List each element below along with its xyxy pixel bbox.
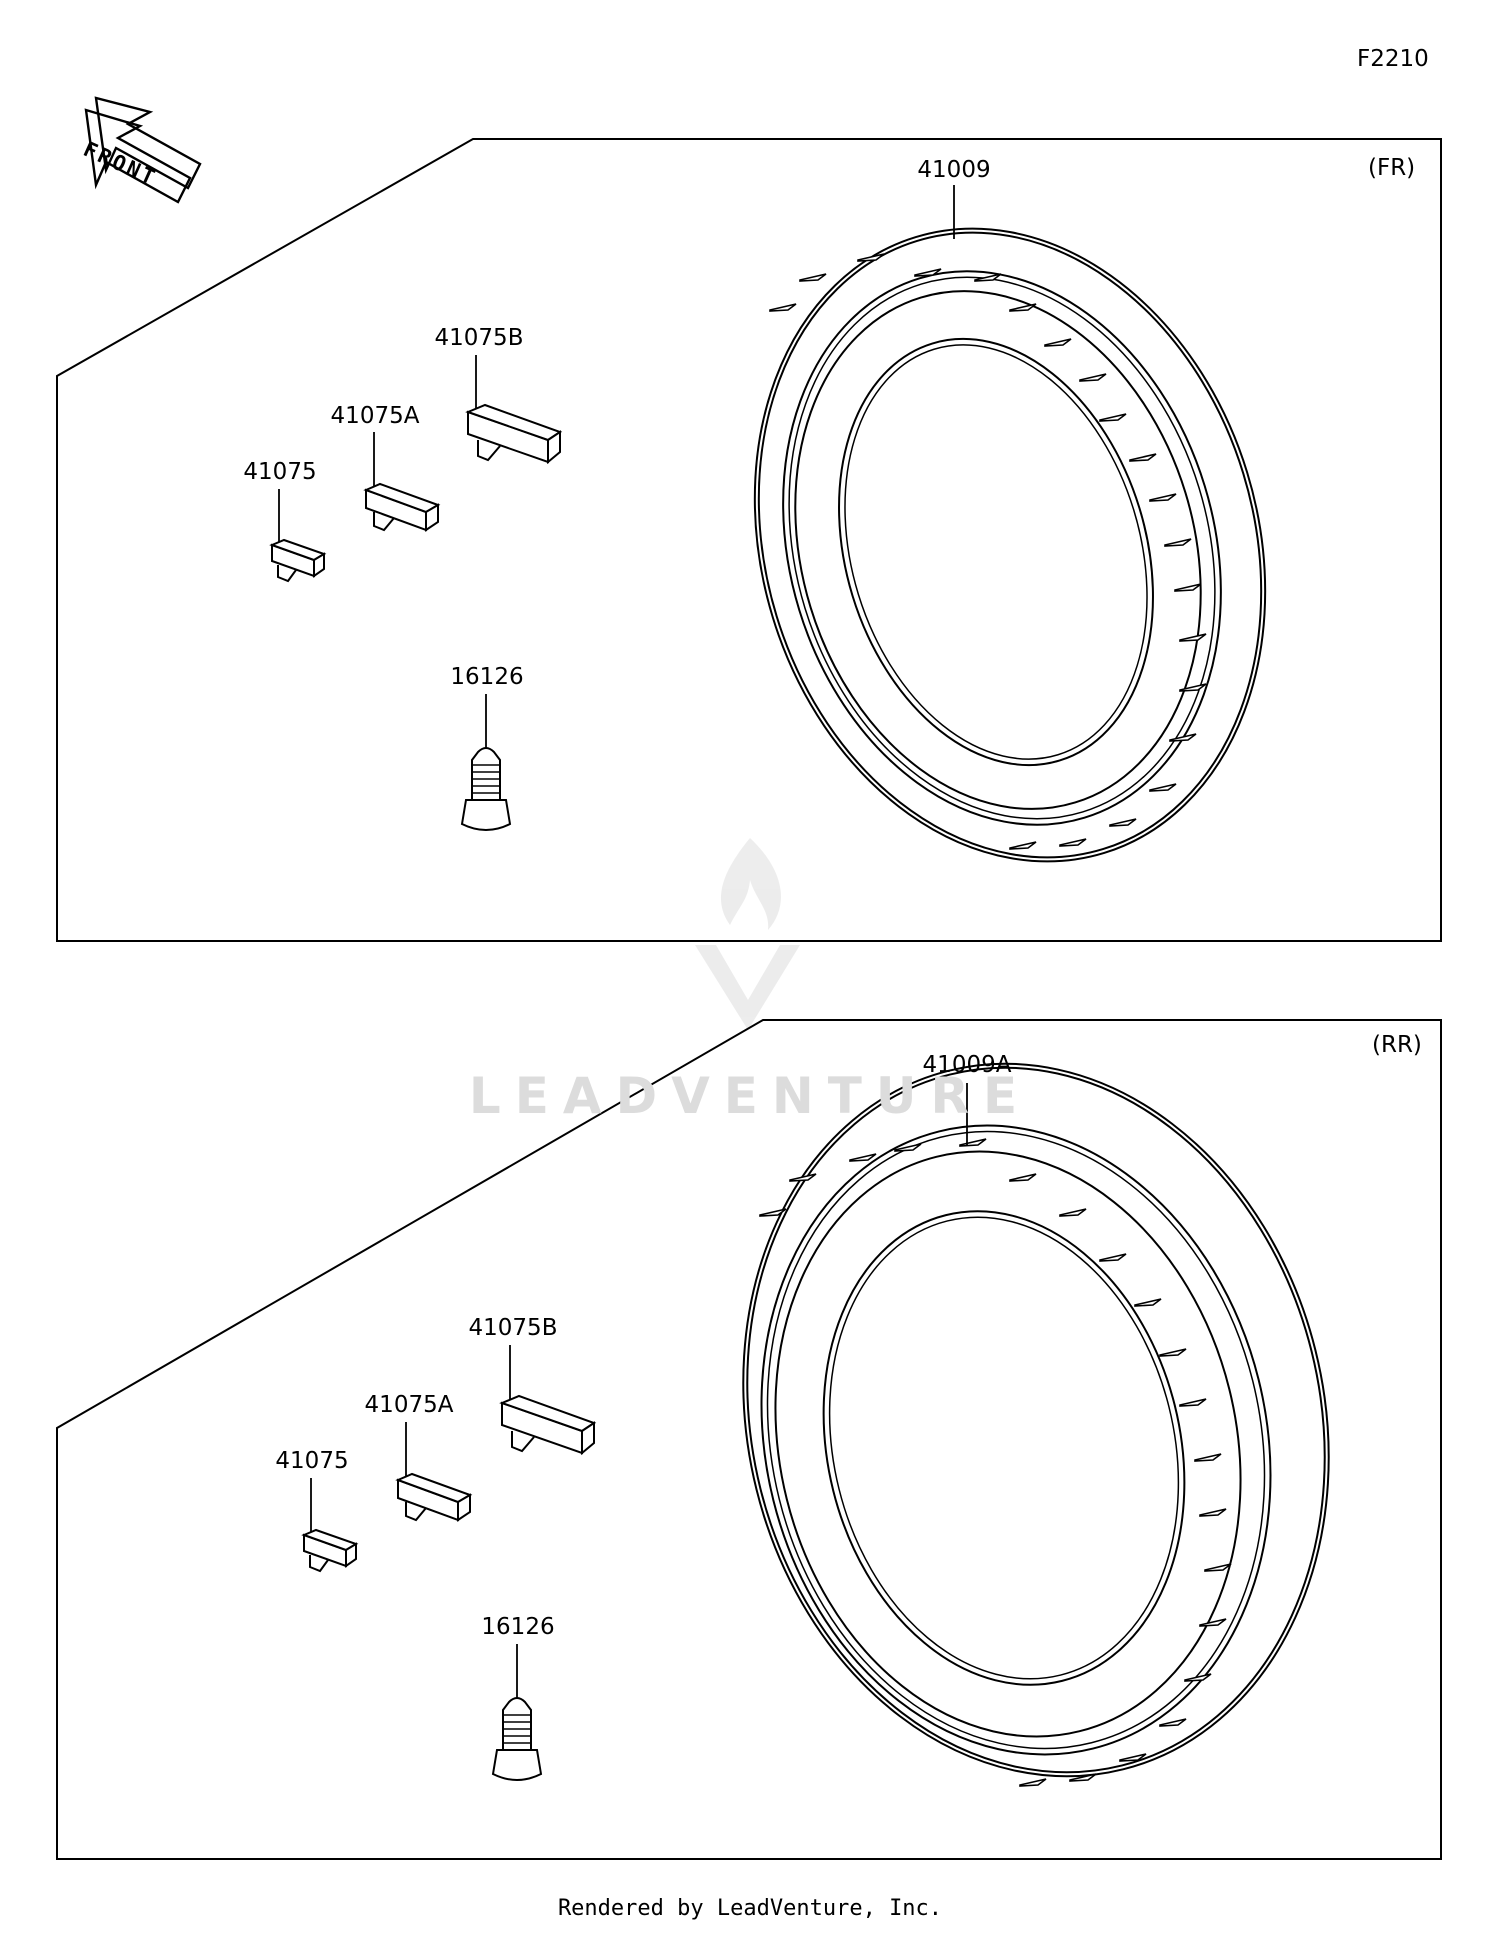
rear-weight-b-part-number[interactable]: 41075B — [468, 1315, 558, 1341]
rear-panel — [56, 1019, 1442, 1860]
front-weight-41075b — [465, 403, 563, 465]
rear-valve-part-number[interactable]: 16126 — [481, 1614, 555, 1640]
front-panel-border — [56, 138, 1442, 942]
front-panel-tag: (FR) — [1368, 155, 1416, 181]
front-weight-a-part-number[interactable]: 41075A — [330, 403, 420, 429]
rear-weight-41075b — [499, 1394, 597, 1456]
rear-weight-41075a — [395, 1472, 473, 1522]
rear-panel-border — [56, 1019, 1442, 1860]
rear-tire-part-number[interactable]: 41009A — [922, 1052, 1012, 1078]
front-weight-part-number[interactable]: 41075 — [243, 459, 317, 485]
front-weight-b-part-number[interactable]: 41075B — [434, 325, 524, 351]
front-panel — [56, 138, 1442, 942]
rear-tread — [759, 1138, 1232, 1787]
front-tire-part-number[interactable]: 41009 — [917, 157, 991, 183]
rear-weight-part-number[interactable]: 41075 — [275, 1448, 349, 1474]
footer-credit: Rendered by LeadVenture, Inc. — [557, 1896, 943, 1921]
rear-panel-tag: (RR) — [1372, 1032, 1422, 1058]
rear-weight-41075 — [301, 1528, 359, 1573]
front-arrow-icon — [84, 96, 202, 204]
front-tread — [769, 253, 1207, 850]
rear-valve-stem — [491, 1697, 543, 1781]
watermark-text: LEADVENTURE — [468, 1067, 1032, 1125]
figure-code: F2210 — [1357, 46, 1429, 72]
front-tire — [753, 227, 1267, 863]
rear-tire — [742, 1062, 1330, 1787]
front-valve-stem — [460, 747, 512, 831]
front-valve-part-number[interactable]: 16126 — [450, 664, 524, 690]
rear-weight-a-part-number[interactable]: 41075A — [364, 1392, 454, 1418]
watermark-logo — [695, 838, 800, 1030]
front-weight-41075 — [269, 538, 327, 583]
front-weight-41075a — [363, 482, 441, 532]
